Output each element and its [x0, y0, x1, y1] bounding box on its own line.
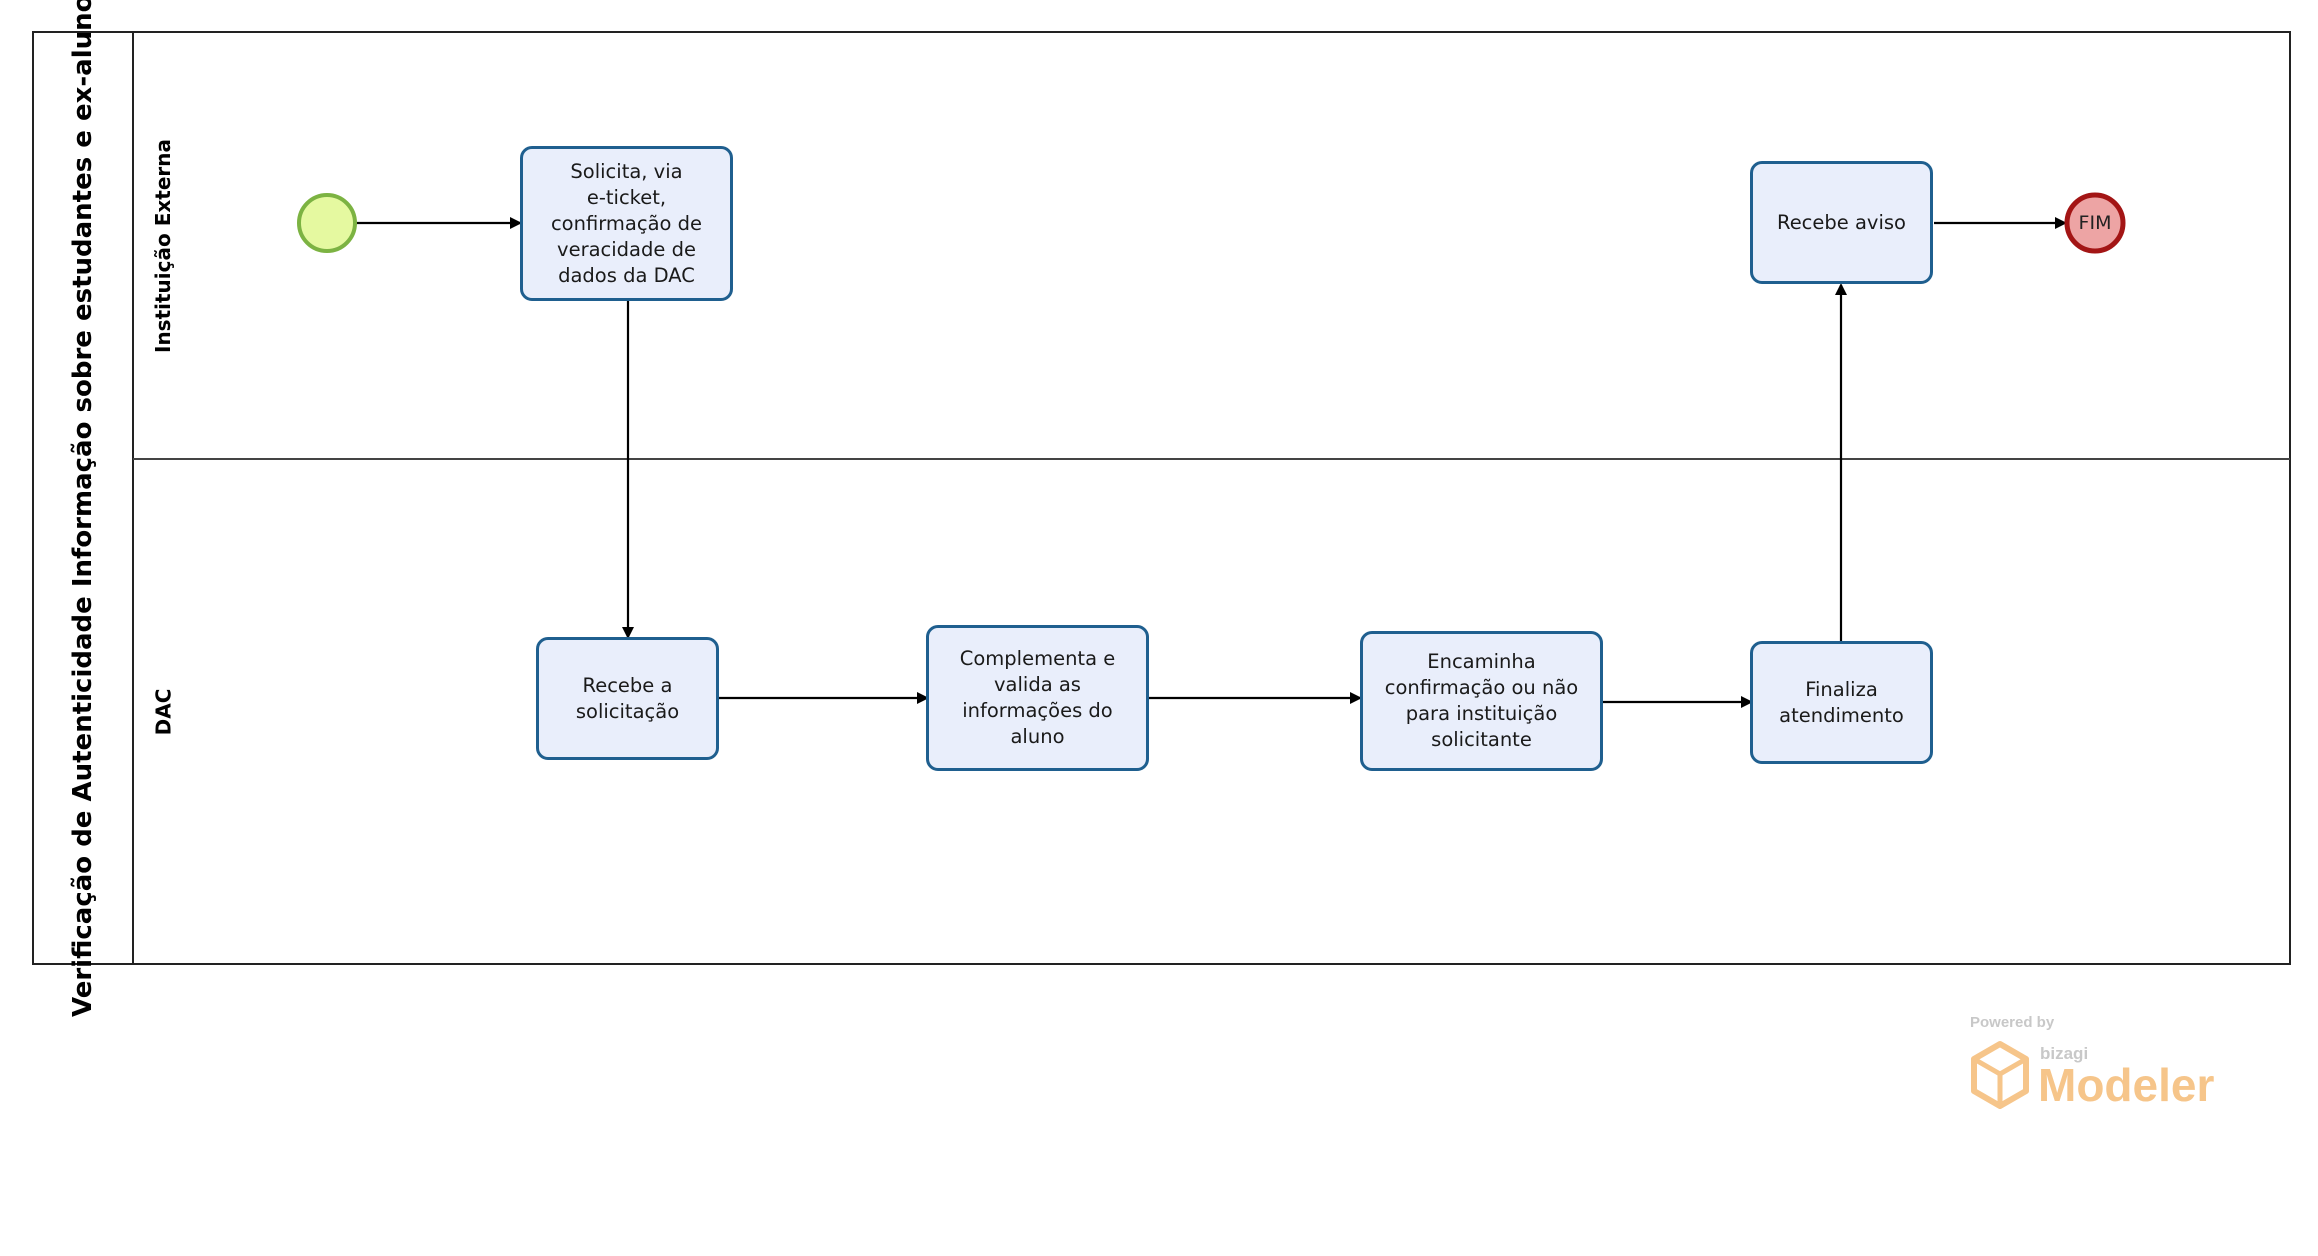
task-complementa[interactable]: Complementa e valida as informações do a…: [926, 625, 1149, 771]
task-recebe-solicitacao[interactable]: Recebe a solicitação: [536, 637, 719, 760]
watermark-brand: bizagi: [2040, 1044, 2089, 1063]
end-event[interactable]: [2064, 192, 2126, 254]
task-recebe-aviso[interactable]: Recebe aviso: [1750, 161, 1933, 284]
lane-label-dac: DAC: [150, 688, 175, 735]
pool-border: [32, 31, 2291, 965]
pool-title-text: Verificação de Autenticidade Informação …: [68, 0, 98, 1017]
watermark-powered-by: Powered by: [1970, 1014, 2055, 1031]
pool-title: Verificação de Autenticidade Informação …: [33, 0, 133, 1017]
lane-label-instituicao-externa: Instituição Externa: [151, 138, 175, 353]
task-solicita[interactable]: Solicita, via e-ticket, confirmação de v…: [520, 146, 733, 301]
task-finaliza[interactable]: Finaliza atendimento: [1750, 641, 1933, 764]
watermark-product: Modeler: [2038, 1059, 2215, 1111]
bizagi-logo-icon: [1971, 1041, 2029, 1109]
bizagi-watermark: Powered by bizagi Modeler: [1970, 1010, 2230, 1120]
end-event-label: FIM: [2078, 212, 2112, 234]
task-encaminha[interactable]: Encaminha confirmação ou não para instit…: [1360, 631, 1603, 771]
start-event[interactable]: [297, 193, 357, 253]
